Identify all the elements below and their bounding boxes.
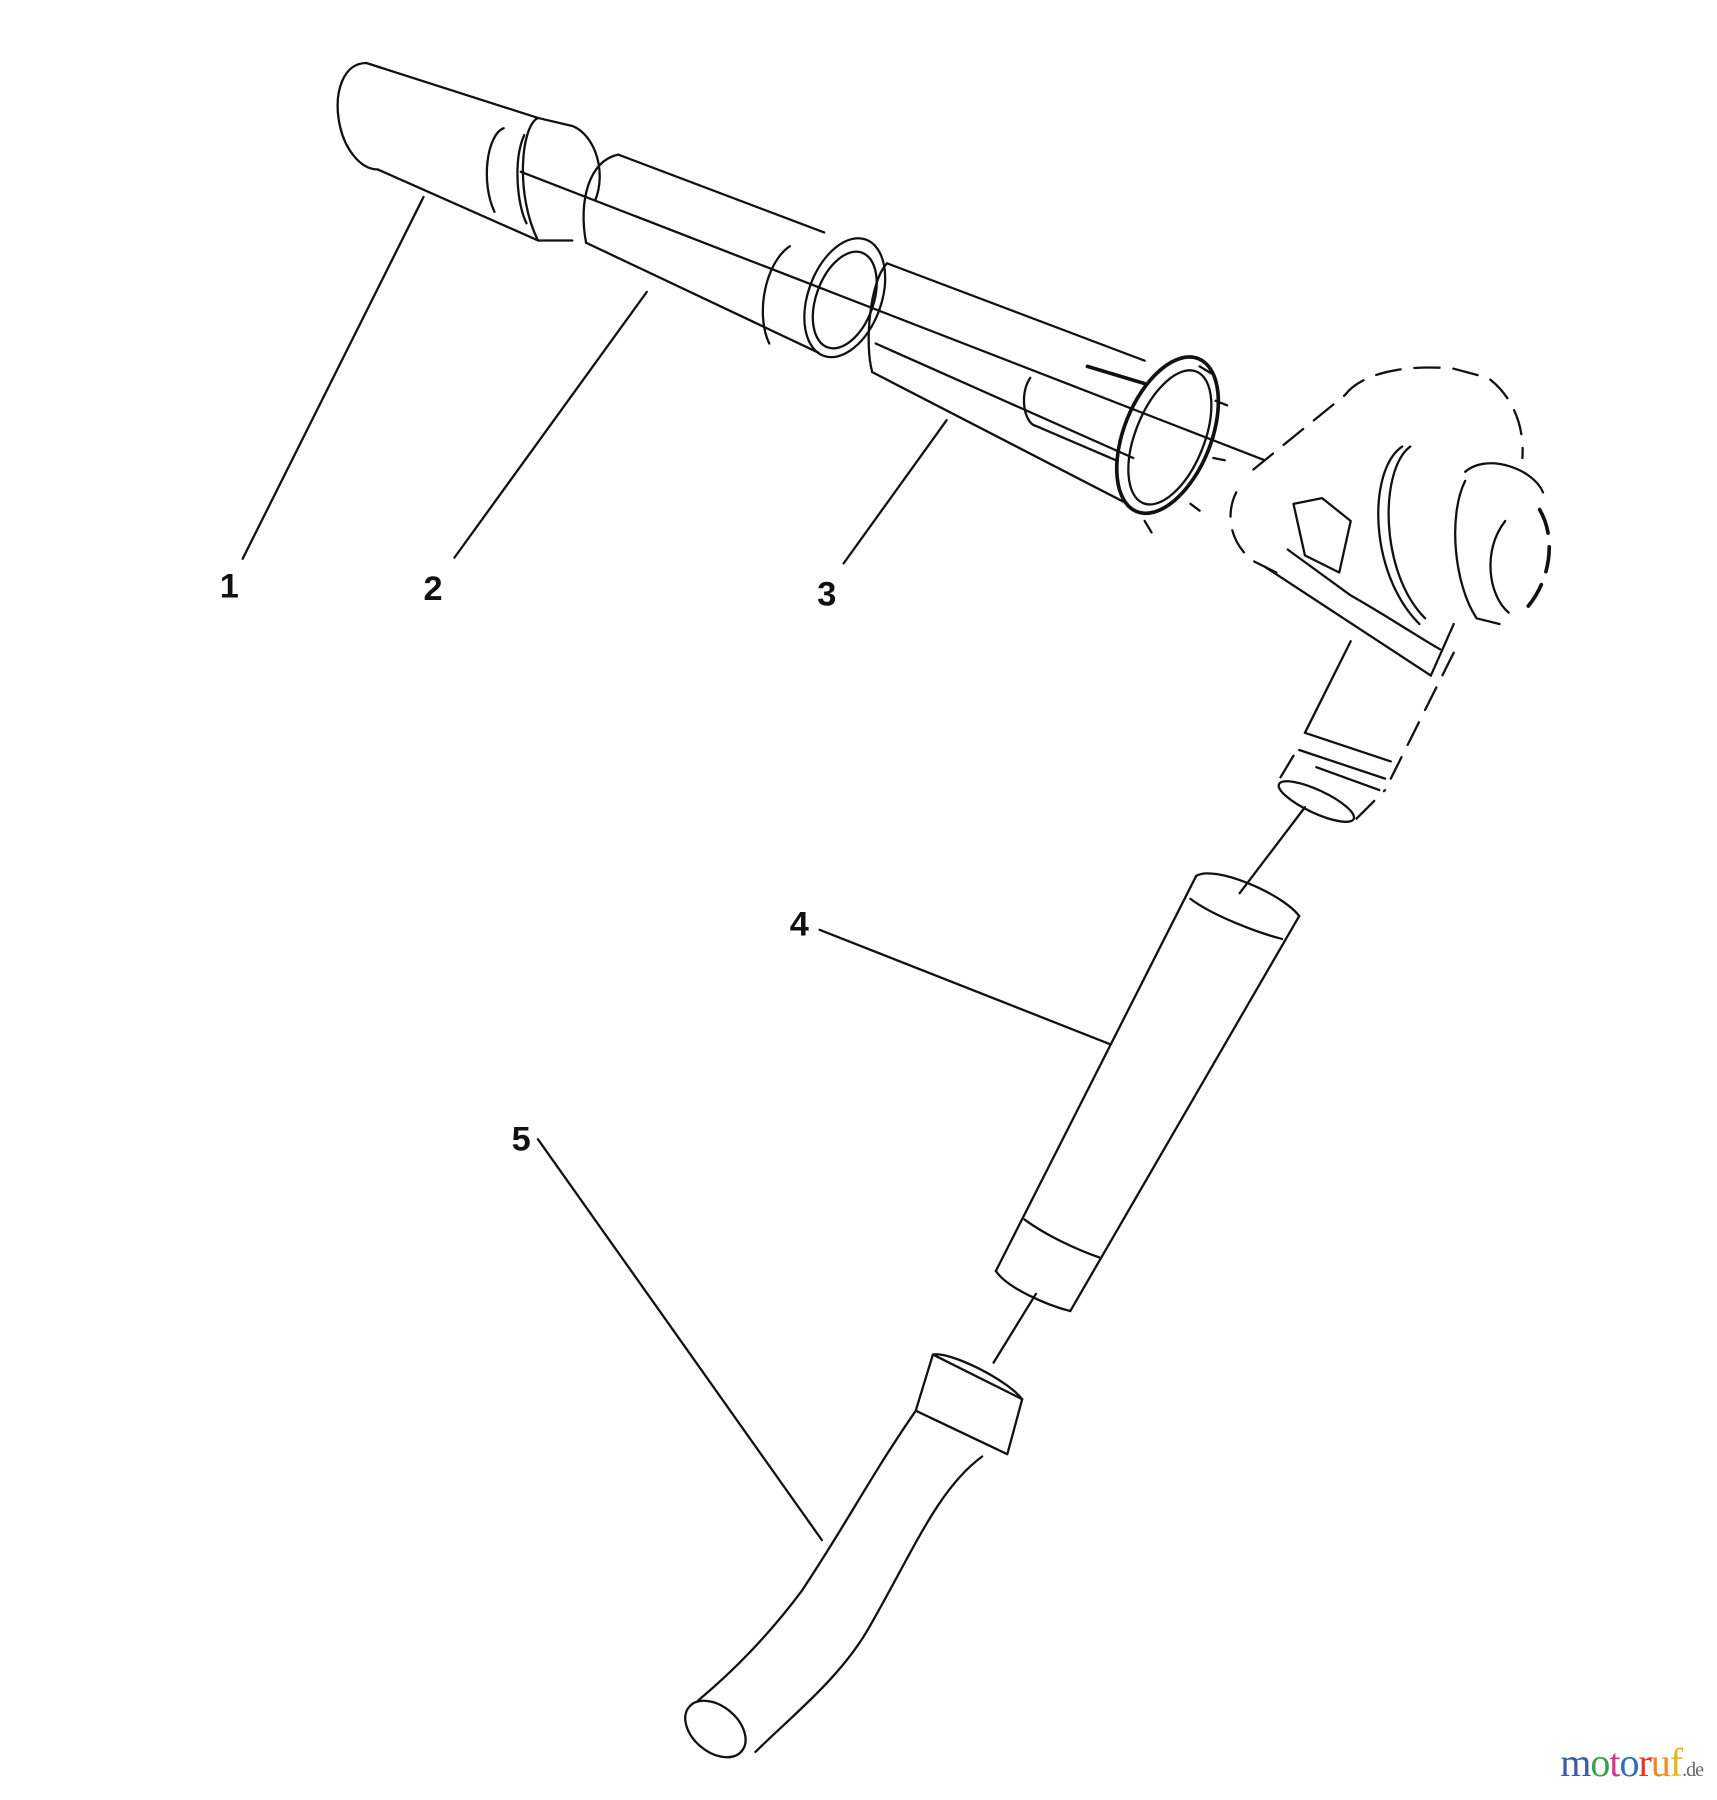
watermark-logo: motoruf.de <box>1560 1739 1704 1786</box>
bent-hose <box>684 1353 1024 1759</box>
filter-sleeve <box>867 262 1229 534</box>
assembly-axis-line <box>519 170 1267 462</box>
watermark-letter: u <box>1650 1740 1671 1785</box>
callout-4: 4 <box>790 905 809 943</box>
watermark-text: motoruf <box>1560 1740 1683 1785</box>
watermark-letter: f <box>1669 1740 1683 1785</box>
watermark-letter: t <box>1609 1740 1620 1785</box>
watermark-letter: o <box>1619 1740 1639 1785</box>
watermark-letter: r <box>1638 1740 1651 1785</box>
assembly-axis-line-lower <box>992 806 1307 1364</box>
callout-5: 5 <box>512 1121 531 1159</box>
callout-1: 1 <box>220 568 239 606</box>
callout-3: 3 <box>817 576 836 614</box>
watermark-letter: o <box>1590 1740 1610 1785</box>
leader-line-5 <box>536 1138 824 1542</box>
leader-line-1 <box>241 195 425 560</box>
tube-2 <box>582 153 887 359</box>
callout-2: 2 <box>424 570 443 608</box>
tube-4 <box>994 872 1301 1313</box>
leader-line-4 <box>818 928 1112 1046</box>
leader-line-3 <box>842 419 948 565</box>
leader-line-2 <box>453 290 648 559</box>
blower-housing <box>1229 366 1552 823</box>
tube-1 <box>336 61 601 242</box>
watermark-letter: m <box>1560 1740 1591 1785</box>
watermark-tld: .de <box>1682 1759 1704 1781</box>
